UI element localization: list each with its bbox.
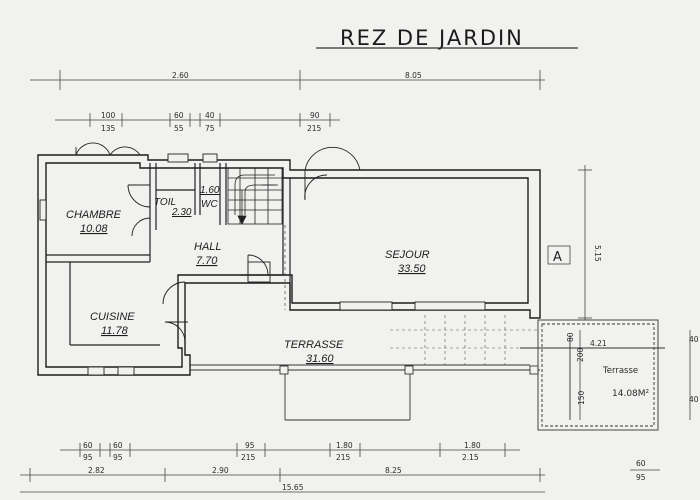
dim-w7-bot: 215 bbox=[241, 453, 256, 462]
dim-w1-bot: 135 bbox=[101, 124, 116, 133]
dim-w1-top: 100 bbox=[101, 111, 116, 120]
plan-title: REZ DE JARDIN bbox=[340, 26, 524, 50]
dim-overall-left: 2.60 bbox=[172, 71, 189, 80]
dim-seg1: 2.82 bbox=[88, 466, 105, 475]
dim-w8-bot: 215 bbox=[336, 453, 351, 462]
dim-edge-b: 40 bbox=[689, 395, 699, 404]
bottom-dimensions bbox=[20, 443, 660, 493]
room-toilette-name: TOIL bbox=[154, 197, 176, 208]
dim-overall: 15.65 bbox=[282, 483, 304, 492]
room-wc-name: WC bbox=[201, 199, 218, 210]
section-marker: A bbox=[553, 250, 562, 265]
room-terrasse-ext-name: Terrasse bbox=[602, 366, 638, 376]
dim-w6-bot: 95 bbox=[113, 453, 123, 462]
dim-ext-a: 80 bbox=[566, 332, 575, 342]
room-wc-area: 1.60 bbox=[200, 185, 220, 196]
room-cuisine-name: CUISINE bbox=[90, 311, 135, 323]
room-sejour-name: SEJOUR bbox=[385, 249, 430, 261]
doors bbox=[75, 142, 361, 343]
terrace-pergola-grid bbox=[390, 315, 540, 365]
dim-w4-top: 90 bbox=[310, 111, 320, 120]
room-terrasse-ext-area: 14.08M² bbox=[612, 389, 650, 399]
room-hall-name: HALL bbox=[194, 241, 222, 253]
room-toilette-area: 2.30 bbox=[171, 207, 192, 218]
room-sejour-area: 33.50 bbox=[398, 263, 426, 275]
dim-seg3: 8.25 bbox=[385, 466, 402, 475]
dim-ext-b: 200 bbox=[576, 347, 585, 362]
dim-w10-bot: 95 bbox=[636, 473, 646, 482]
dim-w2-top: 60 bbox=[174, 111, 184, 120]
dim-w8-top: 1.80 bbox=[336, 441, 353, 450]
room-chambre-name: CHAMBRE bbox=[66, 209, 122, 221]
dim-w4-bot: 215 bbox=[307, 124, 322, 133]
room-labels: CHAMBRE 10.08 TOIL 2.30 1.60 WC HALL 7.7… bbox=[66, 185, 650, 399]
dim-w9-bot: 2.15 bbox=[462, 453, 479, 462]
room-chambre-area: 10.08 bbox=[80, 223, 108, 235]
room-cuisine-area: 11.78 bbox=[101, 325, 129, 337]
interior-walls bbox=[46, 163, 291, 346]
staircase bbox=[227, 167, 283, 225]
room-hall-area: 7.70 bbox=[196, 255, 218, 267]
exterior-walls bbox=[37, 154, 541, 376]
dim-w9-top: 1.80 bbox=[464, 441, 481, 450]
dim-ext-height: 150 bbox=[577, 390, 586, 405]
top-dimensions bbox=[30, 70, 545, 127]
dim-w5-top: 60 bbox=[83, 441, 93, 450]
terrace-outline bbox=[190, 364, 540, 421]
right-dimensions bbox=[547, 165, 691, 420]
room-terrasse-area: 31.60 bbox=[306, 353, 334, 365]
dim-w3-top: 40 bbox=[205, 111, 215, 120]
windows bbox=[39, 153, 486, 376]
dim-w6-top: 60 bbox=[113, 441, 123, 450]
dim-seg2: 2.90 bbox=[212, 466, 229, 475]
dim-overall-right: 8.05 bbox=[405, 71, 422, 80]
dim-height-main: 5.15 bbox=[593, 245, 602, 262]
dim-w5-bot: 95 bbox=[83, 453, 93, 462]
dim-w7-top: 95 bbox=[245, 441, 255, 450]
external-terrace bbox=[520, 319, 665, 431]
dim-ext-width: 4.21 bbox=[590, 339, 607, 348]
dim-w3-bot: 75 bbox=[205, 124, 215, 133]
dim-w2-bot: 55 bbox=[174, 124, 184, 133]
dim-w10-top: 60 bbox=[636, 459, 646, 468]
dim-edge-a: 40 bbox=[689, 335, 699, 344]
room-terrasse-name: TERRASSE bbox=[284, 339, 344, 351]
